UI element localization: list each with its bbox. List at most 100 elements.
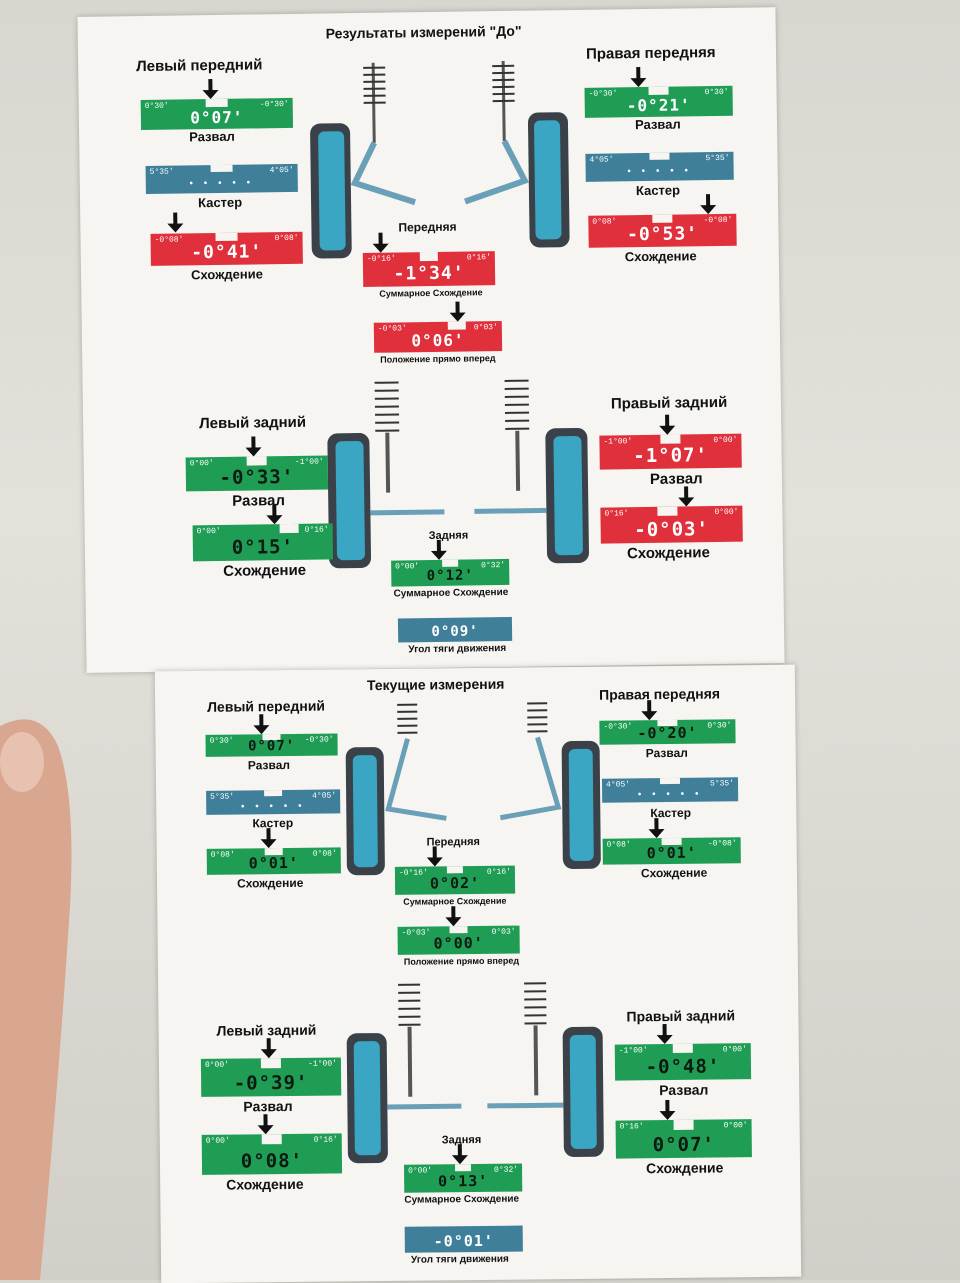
front-total-max: 0°16' — [466, 253, 491, 263]
straight-ahead-gauge: -0°03' 0°03' 0°06' — [373, 321, 503, 353]
lf-camber-value: 0°07' — [247, 737, 296, 755]
thrust-angle-caption: Угол тяги движения — [408, 642, 507, 656]
rear-total-value: 0°12' — [426, 567, 474, 585]
caster-scale-dots: • • • • • — [627, 164, 693, 177]
lr-camber-value: -0°39' — [233, 1071, 309, 1095]
lf-caster-caption: Кастер — [252, 815, 294, 831]
lr-toe-value: 0°15' — [231, 535, 295, 559]
lr-toe-caption: Схождение — [226, 1175, 304, 1193]
rf-toe-caption: Схождение — [640, 865, 708, 881]
front-total-value: 0°02' — [429, 873, 481, 893]
rear-axle-label: Задняя — [428, 529, 469, 543]
right-front-label: Правая передняя — [585, 43, 716, 63]
left-front-label: Левый передний — [136, 56, 263, 76]
rf-toe-value: 0°01' — [646, 843, 697, 863]
rear-suspension-illustration — [327, 379, 589, 569]
right-rear-label: Правый задний — [626, 1007, 736, 1025]
lr-toe-min: 0°00' — [205, 1136, 230, 1146]
front-total-caption: Суммарное Схождение — [379, 287, 483, 299]
sheet-current: Текущие измерения Левый передний 0°30' -… — [154, 664, 802, 1283]
rr-camber-gauge: -1°00' 0°00' -0°48' — [614, 1043, 752, 1081]
front-total-min: -0°16' — [366, 254, 396, 264]
lf-toe-value: 0°01' — [248, 853, 299, 873]
rr-toe-min: 0°16' — [604, 509, 629, 519]
lf-camber-gauge: 0°30' -0°30' 0°07' — [205, 733, 338, 757]
rf-toe-caption: Схождение — [624, 248, 697, 265]
front-axle-label: Передняя — [398, 219, 457, 235]
lf-camber-caption: Развал — [247, 757, 291, 773]
rf-camber-value: -0°20' — [637, 723, 698, 743]
left-front-label: Левый передний — [207, 697, 326, 715]
left-rear-label: Левый задний — [199, 413, 307, 433]
lf-caster-gauge: 5°35' 4°05' • • • • • — [206, 789, 341, 815]
rf-caster-gauge: 4°05' 5°35' • • • • • — [601, 777, 739, 803]
lr-toe-max: 0°16' — [313, 1135, 338, 1145]
thrust-angle-value: 0°09' — [431, 623, 479, 641]
rf-camber-gauge: -0°30' 0°30' -0°20' — [599, 719, 736, 745]
lr-toe-caption: Схождение — [223, 561, 307, 580]
rr-camber-value: -0°48' — [645, 1055, 721, 1079]
thrust-angle-gauge: 0°09' — [397, 616, 513, 643]
rear-total-caption: Суммарное Схождение — [393, 586, 509, 600]
sheet-title: Текущие измерения — [366, 675, 505, 694]
rr-toe-value: -0°03' — [634, 518, 710, 542]
lf-toe-gauge: -0°08' 0°08' -0°41' — [150, 231, 303, 266]
rr-camber-caption: Развал — [649, 470, 703, 488]
rf-caster-max: 5°35' — [705, 153, 730, 164]
lr-camber-value: -0°33' — [219, 465, 295, 489]
lf-camber-caption: Развал — [189, 128, 235, 145]
straight-caption: Положение прямо вперед — [380, 353, 496, 365]
front-suspension-illustration — [310, 60, 570, 259]
rear-total-caption: Суммарное Схождение — [404, 1193, 520, 1206]
lf-toe-gauge: 0°08' 0°08' 0°01' — [206, 847, 341, 875]
lf-toe-caption: Схождение — [236, 875, 304, 891]
front-total-caption: Суммарное Схождение — [403, 895, 507, 907]
sheet-title: Результаты измерений "До" — [325, 22, 522, 42]
front-suspension-illustration — [345, 702, 601, 876]
rr-camber-value: -1°07' — [633, 444, 709, 468]
rr-toe-max: 0°00' — [714, 507, 739, 518]
rear-suspension-illustration — [346, 982, 604, 1164]
rr-camber-caption: Развал — [659, 1081, 709, 1099]
lr-camber-max: -1°00' — [308, 1059, 337, 1069]
lf-caster-gauge: 5°35' 4°05' • • • • • — [145, 163, 298, 194]
lf-camber-value: 0°07' — [190, 107, 244, 128]
rf-camber-gauge: -0°30' 0°30' -0°21' — [584, 85, 733, 118]
right-rear-label: Правый задний — [610, 393, 728, 413]
rf-toe-gauge: 0°08' -0°08' 0°01' — [602, 837, 741, 865]
lr-camber-caption: Развал — [232, 492, 286, 510]
rr-toe-max: 0°00' — [723, 1121, 748, 1131]
front-total-toe-gauge: -0°16' 0°16' 0°02' — [394, 865, 516, 895]
lf-caster-max: 4°05' — [269, 165, 294, 176]
left-rear-label: Левый задний — [216, 1021, 317, 1039]
lr-camber-gauge: 0°00' -1°00' -0°39' — [200, 1057, 342, 1097]
thrust-angle-gauge: -0°01' — [404, 1225, 523, 1253]
caster-scale-dots: • • • • • — [240, 800, 306, 813]
rr-camber-min: -1°00' — [618, 1046, 648, 1056]
lr-toe-gauge: 0°00' 0°16' 0°15' — [192, 523, 334, 562]
rr-camber-max: 0°00' — [722, 1045, 747, 1055]
rr-toe-gauge: 0°16' 0°00' -0°03' — [600, 505, 743, 544]
right-front-label: Правая передняя — [598, 685, 721, 703]
rf-caster-gauge: 4°05' 5°35' • • • • • — [585, 151, 734, 182]
rr-toe-min: 0°16' — [619, 1122, 644, 1132]
rf-camber-value: -0°21' — [626, 95, 691, 116]
thrust-angle-caption: Угол тяги движения — [410, 1253, 509, 1266]
rf-toe-value: -0°53' — [626, 223, 699, 246]
lf-caster-caption: Кастер — [197, 194, 243, 211]
sheet-before: Результаты измерений "До" Левый передний… — [77, 7, 785, 673]
rr-toe-caption: Схождение — [645, 1159, 724, 1177]
lf-camber-gauge: 0°30' -0°30' 0°07' — [140, 97, 294, 131]
lr-camber-caption: Развал — [243, 1097, 293, 1115]
straight-value: 0°00' — [433, 933, 484, 953]
lf-toe-value: -0°41' — [191, 241, 263, 264]
thumb-photo — [0, 719, 72, 1280]
lr-camber-gauge: 0°00' -1°00' -0°33' — [185, 455, 329, 492]
front-total-value: -1°34' — [393, 262, 465, 285]
rf-camber-caption: Развал — [634, 116, 681, 133]
lr-toe-value: 0°08' — [240, 1149, 304, 1173]
lr-toe-max: 0°16' — [304, 525, 329, 535]
rear-total-toe-gauge: 0°00' 0°32' 0°12' — [391, 558, 510, 587]
rr-toe-gauge: 0°16' 0°00' 0°07' — [615, 1119, 752, 1159]
lr-toe-min: 0°00' — [196, 526, 221, 537]
